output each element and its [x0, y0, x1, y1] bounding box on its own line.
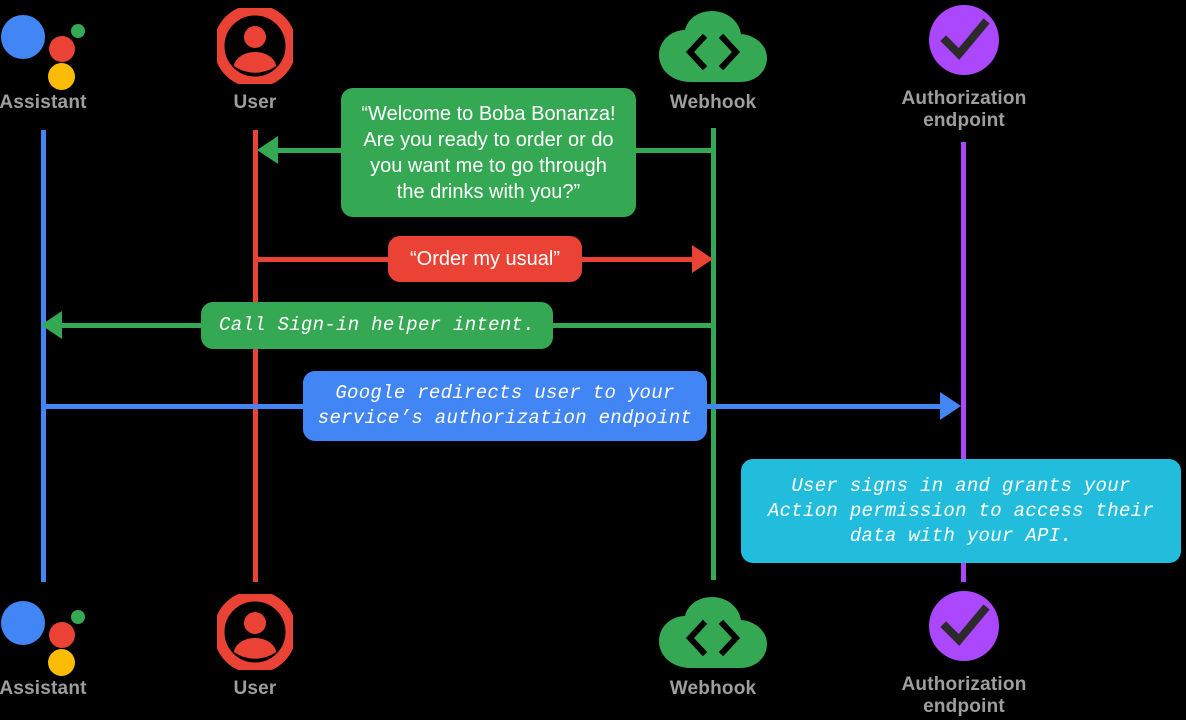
- actor-footer-assistant: Assistant: [0, 594, 143, 700]
- message-bubble-signin[interactable]: Call Sign-in helper intent.: [201, 302, 553, 349]
- cloud-code-icon-bottom: [613, 594, 813, 672]
- message-arrowhead-redirect: [940, 392, 961, 420]
- lifeline-assistant: [41, 130, 46, 582]
- google-assistant-dots-icon: [0, 8, 143, 90]
- assistant-dot-yellow: [48, 63, 75, 90]
- assistant-dot-red: [49, 36, 75, 62]
- cloud-code-glyph-bottom: [659, 597, 767, 668]
- message-bubble-welcome[interactable]: “Welcome to Boba Bonanza! Are you ready …: [341, 88, 636, 217]
- purple-check-circle-icon-bottom: [864, 590, 1064, 668]
- user-avatar-glyph: [217, 8, 293, 84]
- actor-label-webhook-bottom: Webhook: [669, 678, 757, 699]
- message-arrowhead-signin: [41, 311, 62, 339]
- lifeline-user: [253, 130, 258, 582]
- actor-label-auth: Authorization endpoint: [901, 88, 1027, 131]
- message-arrowhead-order: [692, 245, 713, 273]
- lifeline-webhook: [711, 128, 716, 580]
- assistant-dot-red-bottom: [49, 622, 75, 648]
- message-arrowhead-welcome: [257, 136, 278, 164]
- actor-footer-auth: Authorization endpoint: [864, 590, 1064, 718]
- google-assistant-dots-icon-bottom: [0, 594, 143, 676]
- actor-label-user-bottom: User: [233, 678, 277, 699]
- assistant-dot-blue-bottom: [1, 601, 45, 645]
- actor-label-user: User: [233, 92, 277, 113]
- cloud-code-icon: [613, 8, 813, 86]
- purple-check-circle-glyph: [929, 5, 999, 75]
- assistant-dot-green: [71, 24, 85, 38]
- user-avatar-icon-bottom: [155, 594, 355, 672]
- actor-label-assistant: Assistant: [0, 92, 87, 113]
- user-avatar-icon: [155, 8, 355, 86]
- actor-header-webhook: Webhook: [613, 8, 813, 114]
- lifeline-auth: [961, 142, 966, 582]
- assistant-dot-blue: [1, 15, 45, 59]
- user-avatar-glyph-bottom: [217, 594, 293, 670]
- actor-header-user: User: [155, 8, 355, 114]
- cloud-code-glyph: [659, 11, 767, 82]
- message-bubble-order[interactable]: “Order my usual”: [388, 236, 582, 282]
- purple-check-circle-icon: [864, 4, 1064, 82]
- assistant-dot-green-bottom: [71, 610, 85, 624]
- actor-header-assistant: Assistant: [0, 8, 143, 114]
- purple-check-circle-glyph-bottom: [929, 591, 999, 661]
- actor-label-auth-bottom: Authorization endpoint: [901, 674, 1027, 717]
- actor-label-assistant-bottom: Assistant: [0, 678, 87, 699]
- assistant-dot-yellow-bottom: [48, 649, 75, 676]
- message-bubble-grants[interactable]: User signs in and grants your Action per…: [741, 459, 1181, 563]
- actor-label-webhook: Webhook: [669, 92, 757, 113]
- message-bubble-redirect[interactable]: Google redirects user to your service’s …: [303, 371, 707, 441]
- actor-header-auth: Authorization endpoint: [864, 4, 1064, 132]
- actor-footer-webhook: Webhook: [613, 594, 813, 700]
- actor-footer-user: User: [155, 594, 355, 700]
